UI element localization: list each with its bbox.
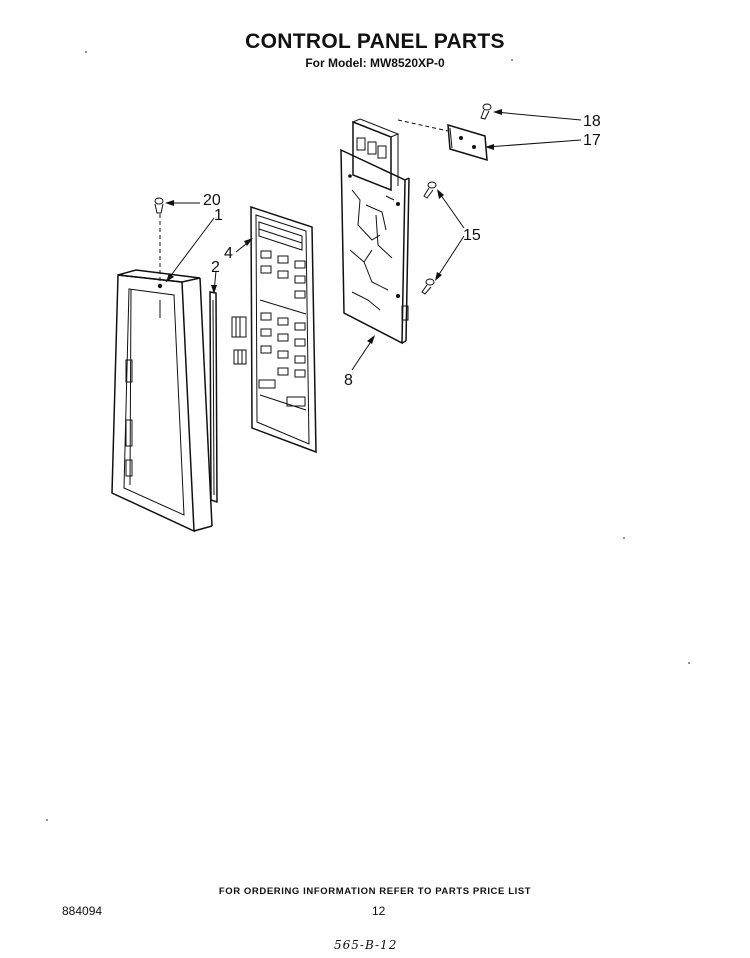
- part-screw-20: [154, 197, 164, 282]
- model-subtitle: For Model: MW8520XP-0: [305, 56, 445, 70]
- part-control-board: [340, 118, 410, 345]
- callout-15: 15: [463, 227, 481, 244]
- handwritten-note: 565-B-12: [334, 938, 398, 952]
- callout-18: 18: [583, 113, 601, 130]
- part-screw-18: [480, 103, 492, 120]
- part-screws-15: [421, 181, 437, 295]
- page-number: 12: [372, 904, 386, 918]
- leader-lines: [165, 109, 582, 371]
- callout-4: 4: [224, 245, 233, 262]
- page-title: CONTROL PANEL PARTS: [245, 30, 505, 53]
- ordering-note: FOR ORDERING INFORMATION REFER TO PARTS …: [218, 886, 532, 897]
- part-frame: [111, 269, 213, 533]
- part-touch-panel: [250, 205, 317, 454]
- part-strip: [209, 291, 218, 504]
- callout-8: 8: [344, 372, 353, 389]
- document-number: 884094: [62, 904, 103, 918]
- callout-2: 2: [211, 259, 220, 276]
- callout-20: 20: [203, 192, 221, 209]
- part-connectors: [231, 316, 247, 365]
- callout-1: 1: [214, 207, 223, 224]
- callout-17: 17: [583, 132, 601, 149]
- part-bracket: [397, 119, 488, 162]
